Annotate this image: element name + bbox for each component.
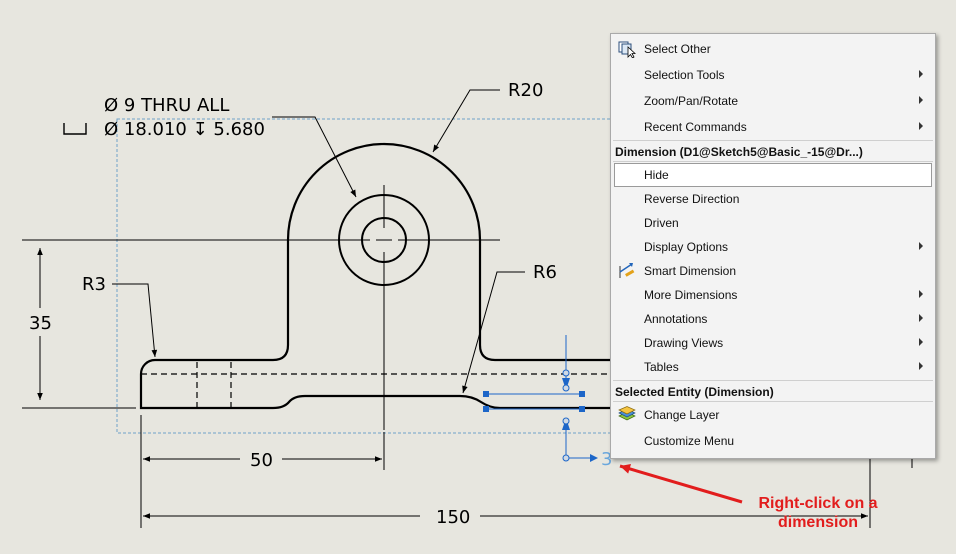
menu-item-label: Selection Tools [644, 68, 725, 82]
menu-item-smart-dimension[interactable]: Smart Dimension [611, 259, 935, 283]
hole-position-dimension-label[interactable]: 50 [250, 450, 273, 471]
submenu-arrow-icon [919, 362, 923, 370]
section-header-label: Dimension (D1@Sketch5@Basic_-15@Dr...) [615, 145, 863, 159]
menu-item-change-layer[interactable]: Change Layer [611, 403, 935, 427]
menu-item-label: Smart Dimension [644, 264, 737, 278]
menu-item-display-options[interactable]: Display Options [611, 235, 935, 259]
menu-separator [613, 401, 933, 402]
menu-item-label: Recent Commands [644, 120, 747, 134]
hole-callout-line1[interactable]: Ø 9 THRU ALL [104, 95, 229, 116]
submenu-arrow-icon [919, 314, 923, 322]
callout-line2: dimension [777, 514, 858, 531]
selected-entity-section-header: Selected Entity (Dimension) [611, 381, 935, 403]
submenu-arrow-icon [919, 96, 923, 104]
menu-item-tables[interactable]: Tables [611, 355, 935, 379]
menu-separator [613, 140, 933, 141]
hover-highlight [614, 163, 932, 187]
submenu-arrow-icon [919, 290, 923, 298]
menu-item-more-dimensions[interactable]: More Dimensions [611, 283, 935, 307]
callout-line1: Right-click on a [758, 495, 878, 512]
context-menu: Select Other Selection Tools Zoom/Pan/Ro… [610, 33, 936, 459]
smart-dimension-icon [618, 262, 636, 280]
menu-item-label: Change Layer [644, 408, 720, 422]
menu-item-hide[interactable]: Hide [611, 163, 935, 187]
menu-item-annotations[interactable]: Annotations [611, 307, 935, 331]
section-header-label: Selected Entity (Dimension) [615, 385, 774, 399]
menu-item-customize-menu[interactable]: Customize Menu [611, 429, 935, 453]
menu-item-label: Annotations [644, 312, 708, 326]
menu-item-label: More Dimensions [644, 288, 738, 302]
menu-separator [613, 161, 933, 162]
radius-r3-label[interactable]: R3 [82, 274, 106, 295]
menu-item-zoom-pan-rotate[interactable]: Zoom/Pan/Rotate [611, 89, 935, 113]
change-layer-icon [618, 406, 636, 424]
radius-r6-label[interactable]: R6 [533, 262, 557, 283]
menu-item-recent-commands[interactable]: Recent Commands [611, 115, 935, 139]
instruction-callout: Right-click on a dimension [728, 494, 908, 532]
submenu-arrow-icon [919, 70, 923, 78]
submenu-arrow-icon [919, 242, 923, 250]
center-lines [270, 185, 500, 430]
menu-item-label: Hide [644, 168, 669, 182]
hole-callout-line2[interactable]: Ø 18.010 ↧ 5.680 [104, 119, 265, 140]
selected-dimension[interactable] [483, 335, 598, 462]
menu-item-label: Select Other [644, 42, 711, 56]
menu-item-label: Customize Menu [644, 434, 735, 448]
menu-item-reverse-direction[interactable]: Reverse Direction [611, 187, 935, 211]
menu-item-selection-tools[interactable]: Selection Tools [611, 63, 935, 87]
submenu-arrow-icon [919, 122, 923, 130]
dimension-section-header: Dimension (D1@Sketch5@Basic_-15@Dr...) [611, 141, 935, 163]
menu-separator [613, 380, 933, 381]
menu-item-label: Drawing Views [644, 336, 724, 350]
dimension-lines [37, 248, 868, 519]
select-other-icon [618, 40, 637, 59]
counterbore-symbol-icon [63, 123, 87, 135]
submenu-arrow-icon [919, 338, 923, 346]
overall-length-dimension-label[interactable]: 150 [436, 507, 470, 528]
menu-item-label: Display Options [644, 240, 729, 254]
menu-item-label: Zoom/Pan/Rotate [644, 94, 739, 108]
hidden-lines [141, 362, 612, 407]
selected-dimension-label[interactable]: 3 [601, 449, 612, 470]
menu-item-drawing-views[interactable]: Drawing Views [611, 331, 935, 355]
extension-lines [22, 239, 913, 528]
menu-item-select-other[interactable]: Select Other [611, 37, 935, 61]
menu-item-label: Driven [644, 216, 679, 230]
radius-r20-label[interactable]: R20 [508, 80, 543, 101]
height-dimension-label[interactable]: 35 [29, 313, 52, 334]
menu-item-label: Reverse Direction [644, 192, 740, 206]
menu-item-label: Tables [644, 360, 679, 374]
leaders [112, 89, 525, 394]
menu-item-driven[interactable]: Driven [611, 211, 935, 235]
